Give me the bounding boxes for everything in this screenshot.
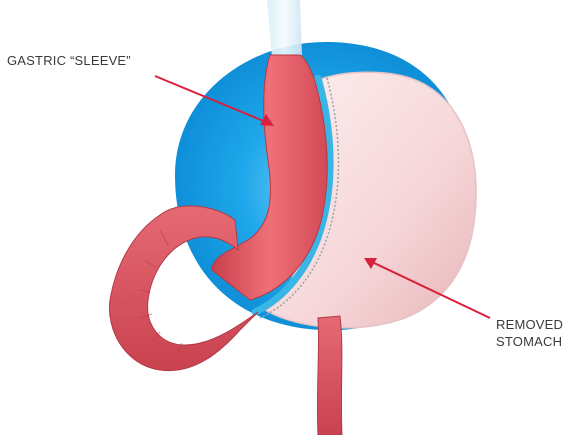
gastric-sleeve-label: GASTRIC “SLEEVE” — [7, 52, 131, 69]
removed-stomach-label-line2: STOMACH — [496, 333, 563, 350]
removed-stomach-label-line1: REMOVED — [496, 316, 563, 333]
removed-stomach-label: REMOVED STOMACH — [496, 316, 563, 350]
esophagus — [267, 0, 302, 58]
small-intestine-tube — [317, 316, 342, 435]
